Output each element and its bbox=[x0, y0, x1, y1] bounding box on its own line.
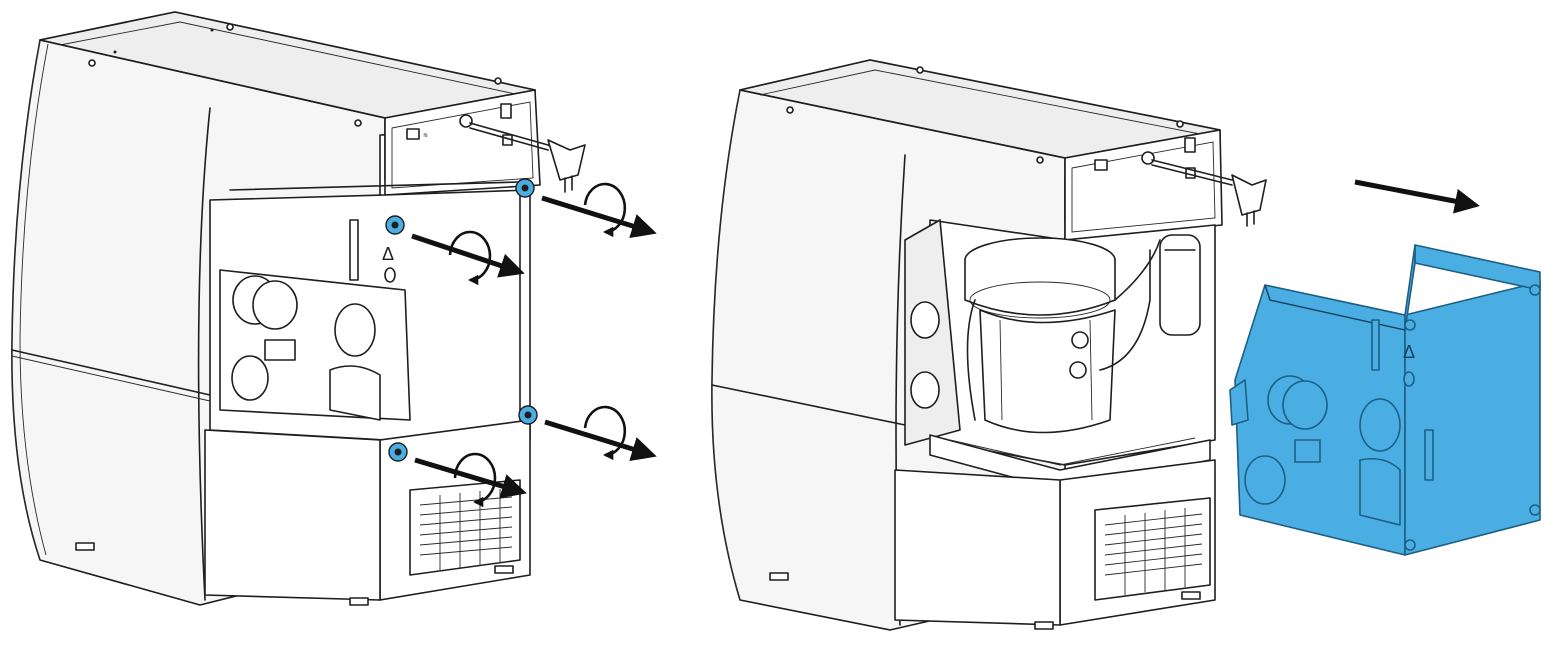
screw-bottom-right bbox=[518, 405, 538, 425]
triangle-symbol: Δ bbox=[1403, 342, 1415, 362]
screw-bottom-left bbox=[388, 442, 408, 462]
unscrew-rotation-arrow-icon bbox=[544, 405, 657, 462]
unit-middle bbox=[711, 59, 1267, 631]
unit-left: ≋ Δ bbox=[11, 11, 586, 606]
unscrew-rotation-arrow-icon bbox=[411, 230, 525, 286]
unscrew-rotation-arrow-icon bbox=[414, 452, 527, 508]
triangle-symbol: Δ bbox=[382, 244, 394, 264]
screw-top-left bbox=[385, 215, 405, 235]
svg-text:≋: ≋ bbox=[423, 133, 428, 139]
slide-out-arrow-icon bbox=[1354, 179, 1480, 214]
removable-side-panel: Δ bbox=[1229, 244, 1541, 556]
unscrew-rotation-arrow-icon bbox=[541, 182, 657, 239]
screw-top-right bbox=[515, 178, 535, 198]
